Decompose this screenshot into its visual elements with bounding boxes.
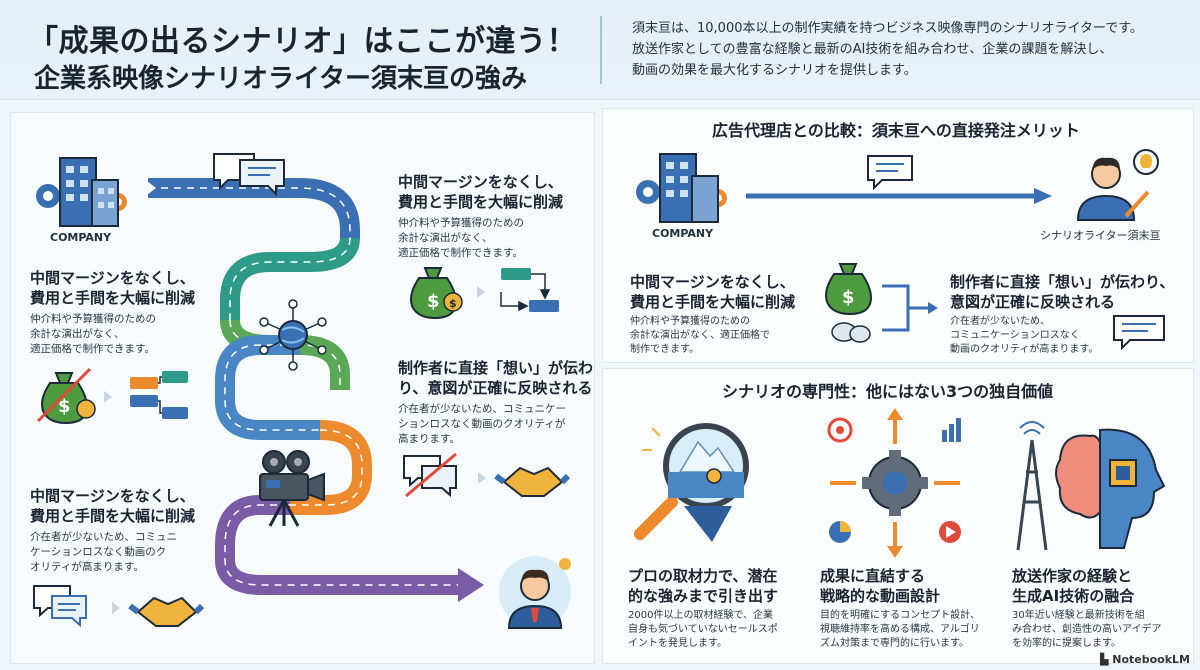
left-block1-heading: 中間マージンをなくし、 費用と手間を大幅に削減: [398, 173, 564, 211]
no-money-bag-icon: $: [36, 367, 188, 425]
video-camera-icon: [259, 450, 325, 527]
left-block4-heading: 中間マージンをなくし、 費用と手間を大幅に削減: [30, 487, 196, 525]
notebooklm-logo-text: NotebookLM: [1112, 653, 1190, 666]
writer-icon: [1076, 149, 1159, 221]
intro-line: 須末亘は、10,000本以上の制作実績を持つビジネス映像専門のシナリオライターで…: [632, 21, 1143, 36]
compare-company-label: COMPANY: [652, 227, 714, 240]
businessman-icon: [499, 556, 571, 629]
card3-heading: 放送作家の経験と 生成AI技術の融合: [1012, 567, 1135, 605]
left-block2-text: 仲介料や予算獲得のための 余計な演出がなく、 適正価格で制作できます。: [30, 313, 156, 355]
left-block4-text: 介在者が少ないため、コミュニ ケーションロスなく動画のク オリティが高まります。: [30, 531, 177, 573]
ai-brain-tower-icon: [1016, 421, 1166, 551]
svg-text:$: $: [449, 297, 457, 310]
left-block3-text: 介在者が少ないため、コミュニケー ションロスなく動画のクオリティが 高まります。: [398, 403, 566, 445]
card2-text: 目的を明確にするコンセプト設計、 視聴維持率を高める構成、アルゴリ ズム対策まで…: [820, 610, 981, 649]
svg-text:$: $: [427, 291, 440, 312]
notebooklm-logo: ▙ NotebookLM: [1100, 653, 1190, 666]
no-chat-handshake-icon: [403, 452, 571, 498]
writer-label: シナリオライター須末亘: [1040, 229, 1161, 242]
compare-right-heading: 制作者に直接「想い」が伝わり、 意図が正確に反映される: [950, 273, 1175, 311]
money-flow-icon: $ $: [410, 267, 559, 320]
strategy-gear-icon: [827, 408, 961, 558]
page-subtitle: 企業系映像シナリオライター須末亘の強み: [34, 64, 527, 94]
header: 「成果の出るシナリオ」はここが違う！ 企業系映像シナリオライター須末亘の強み 須…: [0, 0, 1200, 100]
notebooklm-logo-icon: ▙: [1099, 653, 1113, 666]
svg-text:$: $: [842, 287, 855, 308]
speech-bubbles-icon: [213, 153, 285, 197]
company-label: COMPANY: [50, 231, 112, 244]
intro-text: 須末亘は、10,000本以上の制作実績を持つビジネス映像専門のシナリオライターで…: [632, 18, 1192, 81]
intro-line: 放送作家としての豊富な経験と最新のAI技術を組み合わせ、企業の課題を解決し、: [632, 42, 1113, 57]
page-title: 「成果の出るシナリオ」はここが違う！: [28, 24, 577, 59]
money-direct-icon: $: [825, 263, 938, 343]
comparison-panel: [602, 108, 1194, 363]
card2-heading: 成果に直結する 戦略的な動画設計: [820, 567, 941, 605]
compare-left-heading: 中間マージンをなくし、 費用と手間を大幅に削減: [630, 273, 796, 311]
card3-text: 30年近い経験と最新技術を組 み合わせ、創造性の高いアイデア を効率的に提案しま…: [1012, 610, 1162, 649]
card1-heading: プロの取材力で、潜在 的な強みまで引き出す: [628, 567, 779, 605]
company-building-icon: [36, 157, 127, 227]
direct-arrow-icon: [746, 155, 1052, 204]
card1-text: 2000件以上の取材経験で、企業 自身も気づいていないセールスポ イントを発見し…: [628, 610, 778, 649]
network-globe-icon: [259, 299, 327, 371]
chat-handshake-icon: [33, 585, 205, 628]
header-divider: [600, 16, 602, 84]
chat-bubble-icon: [1113, 315, 1165, 351]
compare-left-text: 仲介料や予算獲得のための 余計な演出がなく、適正価格で 制作できます。: [630, 316, 770, 355]
intro-line: 動画の効果を最大化するシナリオを提供します。: [632, 63, 917, 78]
left-block2-heading: 中間マージンをなくし、 費用と手間を大幅に削減: [30, 269, 196, 307]
compare-company-icon: [636, 153, 727, 223]
magnifier-iceberg-icon: [634, 423, 749, 542]
svg-text:$: $: [58, 396, 71, 417]
left-block1-text: 仲介料や予算獲得のための 余計な演出がなく、 適正価格で制作できます。: [398, 217, 524, 259]
comparison-title: 広告代理店との比較：須末亘への直接発注メリット: [712, 121, 1080, 140]
left-block3-heading: 制作者に直接「想い」が伝わ り、意図が正確に反映される: [398, 359, 594, 397]
compare-right-text: 介在者が少ないため、 コミュニケーションロスなく 動画のクオリティが高まります。: [950, 316, 1099, 355]
unique-title: シナリオの専門性：他にはない3つの独自価値: [722, 382, 1054, 401]
